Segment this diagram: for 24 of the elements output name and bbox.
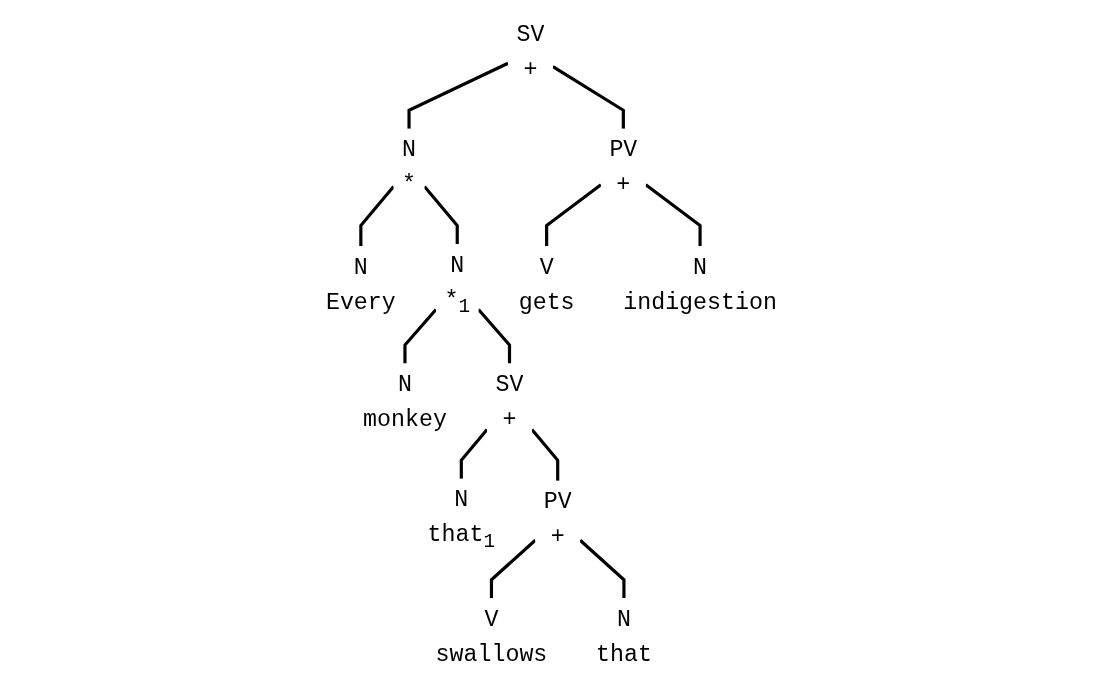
connector: [644, 183, 702, 247]
connector: [578, 539, 626, 599]
connector: [530, 428, 559, 481]
connector: [544, 183, 602, 247]
connector: [402, 308, 437, 364]
node-text: V swallows: [435, 606, 547, 669]
node-text: N indigestion: [622, 254, 777, 316]
syntax-tree-diagram: SV + N * PV + N Every N *$_{1}$ V gets N indigestion N monkey SV + N that$_{1}$ PV + V swallows N that: [308, 5, 794, 685]
node-text: N that: [595, 606, 652, 669]
node-text: N *$_{1}$: [444, 252, 470, 319]
node-text: V gets: [518, 254, 575, 316]
connector: [551, 65, 625, 129]
node-text: N that$_{1}$: [427, 487, 495, 554]
node-text: N monkey: [362, 371, 447, 434]
node-text: N Every: [325, 254, 396, 316]
node-text: SV +: [495, 371, 524, 434]
node-text: N *: [401, 137, 416, 199]
connector: [407, 61, 509, 129]
node-text: PV +: [543, 489, 572, 551]
connector: [358, 185, 395, 247]
connector: [459, 428, 488, 479]
node-text: PV +: [608, 137, 637, 199]
node-text: SV +: [516, 21, 545, 84]
connector: [489, 539, 536, 599]
